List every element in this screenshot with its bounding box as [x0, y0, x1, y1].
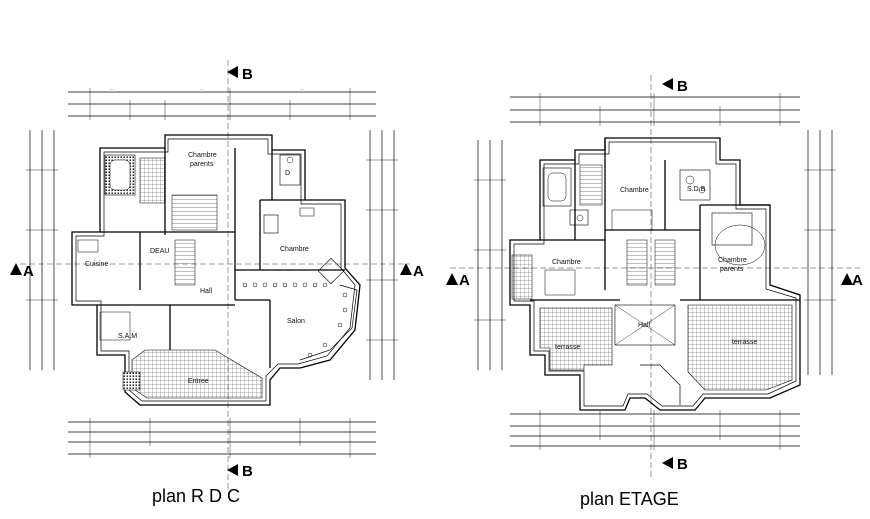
rdc-room-label-deau: DEAU — [150, 248, 169, 255]
rdc-staircase-icon — [171, 194, 218, 231]
svg-text:——: —— — [109, 88, 114, 91]
rdc-room-label-entree: Entree — [188, 378, 209, 385]
etage-section-arrow-a-right — [841, 273, 853, 285]
etage-staircase-icon — [626, 239, 648, 286]
rdc-section-b-top: B — [242, 66, 253, 83]
etage-section-arrow-a-left — [446, 273, 458, 285]
rdc-section-a-left: A — [23, 263, 34, 280]
svg-text:——: —— — [299, 88, 304, 91]
rdc-section-arrow-a-right — [400, 263, 412, 275]
etage-section-a-left: A — [459, 272, 470, 289]
etage-room-label-sdb: S.D.B — [687, 186, 706, 193]
etage-dimension-lines-sides — [474, 130, 836, 375]
etage-dimension-lines-bottom — [510, 410, 800, 450]
svg-text:——: —— — [199, 88, 204, 91]
rdc-room-label-sam: S.A.M — [118, 333, 137, 340]
etage-section-b-top: B — [677, 78, 688, 95]
etage-section-b-bottom: B — [677, 456, 688, 473]
rdc-title: plan R D C — [152, 486, 240, 506]
rdc-entrance-terrace — [131, 349, 263, 399]
rdc-dining-table-icon — [99, 311, 131, 341]
etage-sdb-fixtures — [679, 169, 711, 201]
rdc-room-label-cuisine: Cuisine — [85, 261, 108, 268]
rdc-shower-icon — [279, 154, 301, 186]
rdc-walls — [71, 134, 361, 406]
rdc-room-label-salon: Salon — [287, 318, 305, 325]
rdc-room-label-hall: Hall — [200, 288, 213, 295]
rdc-section-arrow-b-bottom — [227, 464, 238, 476]
etage-bathtub-icon — [542, 167, 572, 207]
etage-terrace-right — [687, 304, 793, 391]
rdc-room-label-d: D — [285, 170, 290, 177]
rdc-dimension-lines-sides — [26, 130, 398, 380]
etage-room-label-chambre-top: Chambre — [620, 187, 649, 194]
etage-section-a-right: A — [852, 272, 863, 289]
rdc-section-arrow-b-top — [227, 66, 238, 78]
rdc-stair-icon — [139, 157, 166, 204]
etage-room-label-terrasse-right: terrasse — [732, 339, 757, 346]
etage-title: plan ETAGE — [580, 489, 679, 509]
etage-dimension-lines-top — [510, 93, 800, 126]
etage-section-arrow-b-bottom — [662, 457, 673, 469]
rdc-dimension-lines-top — [68, 88, 376, 120]
rdc-section-a-right: A — [413, 263, 424, 280]
rdc-section-b-bottom: B — [242, 463, 253, 480]
rdc-section-arrow-a-left — [10, 263, 22, 275]
etage-room-label-hall: Hall — [638, 322, 651, 329]
etage-terrace-left — [539, 307, 613, 371]
rdc-bed-icon — [263, 214, 279, 234]
etage-room-label-chambre-left: Chambre — [552, 259, 581, 266]
etage-bed-icon — [711, 212, 753, 246]
etage-hall-void — [614, 304, 676, 346]
etage-room-label-terrasse-left: terrasse — [555, 344, 580, 351]
etage-stair-icon — [579, 164, 603, 206]
etage-section-arrow-b-top — [662, 78, 673, 90]
rdc-dimension-lines-bottom — [68, 418, 376, 458]
rdc-room-label-chambre: Chambre — [280, 246, 309, 253]
